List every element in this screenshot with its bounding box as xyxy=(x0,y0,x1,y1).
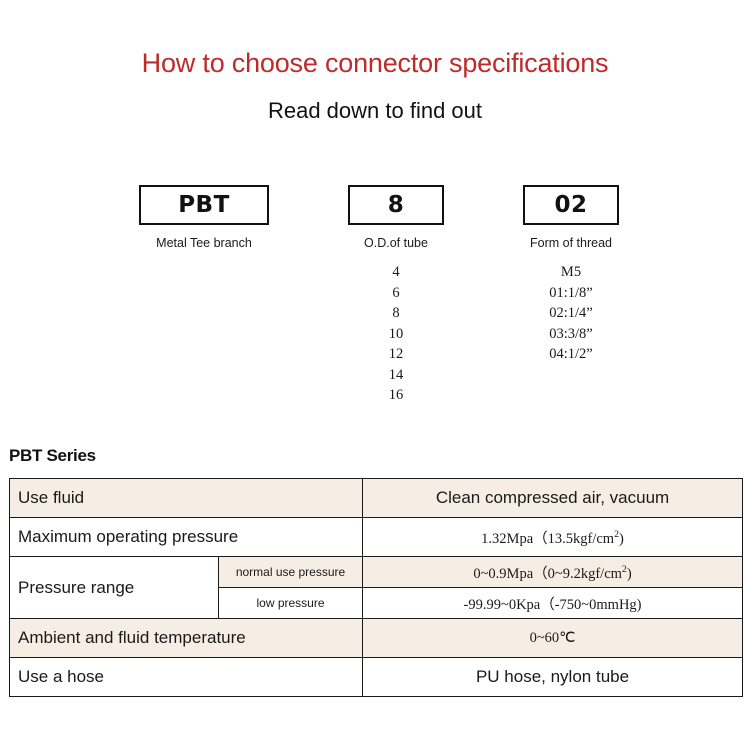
spec-sublabel-low-pressure: low pressure xyxy=(217,587,364,619)
spec-label-pressure-range: Pressure range xyxy=(9,556,219,619)
option-item: 12 xyxy=(388,346,404,362)
option-item: 03:3/8” xyxy=(549,325,593,342)
spec-value-max-pressure: 1.32Mpa（13.5kgf/cm2) xyxy=(362,517,744,557)
code-box-thread-value: 02 xyxy=(554,192,588,218)
series-heading: PBT Series xyxy=(9,446,96,465)
spec-value-max-pressure-prefix: 1.32Mpa（13.5kgf/cm xyxy=(481,530,615,547)
spec-value-low-pressure: -99.99~0Kpa（-750~0mmHg) xyxy=(362,587,744,619)
specification-table: Use fluid Clean compressed air, vacuum M… xyxy=(8,478,744,697)
spec-label-temperature: Ambient and fluid temperature xyxy=(8,618,364,658)
code-box-tube-value: 8 xyxy=(387,192,405,218)
table-row: Maximum operating pressure 1.32Mpa（13.5k… xyxy=(8,517,744,557)
spec-label-max-pressure: Maximum operating pressure xyxy=(8,517,364,557)
table-row: Ambient and fluid temperature 0~60℃ xyxy=(8,618,744,658)
spec-value-max-pressure-sup: 2 xyxy=(614,528,619,540)
spec-value-hose: PU hose, nylon tube xyxy=(362,657,744,697)
code-group-thread: 02 Form of thread xyxy=(523,185,619,250)
code-box-thread: 02 xyxy=(523,185,619,225)
spec-value-normal-use-pressure-suffix: ) xyxy=(626,565,632,582)
spec-label-hose: Use a hose xyxy=(8,657,364,697)
option-item: M5 xyxy=(560,264,582,280)
option-item: 4 xyxy=(392,264,400,280)
code-box-series-value: PBT xyxy=(178,192,230,218)
code-group-series: PBT Metal Tee branch xyxy=(139,185,269,250)
code-box-tube: 8 xyxy=(348,185,444,225)
spec-value-normal-use-pressure-sup: 2 xyxy=(621,563,627,575)
table-row: Use a hose PU hose, nylon tube xyxy=(8,657,744,697)
spec-sublabel-normal-use-pressure: normal use pressure xyxy=(217,556,364,588)
table-row: Use fluid Clean compressed air, vacuum xyxy=(8,478,744,518)
page-title: How to choose connector specifications xyxy=(141,48,609,78)
page-subtitle: Read down to find out xyxy=(267,98,483,123)
code-caption-thread: Form of thread xyxy=(530,236,612,250)
code-caption-series: Metal Tee branch xyxy=(156,236,252,250)
option-item: 02:1/4” xyxy=(549,305,593,321)
table-row: Pressure range normal use pressure 0~0.9… xyxy=(9,556,744,619)
option-item: 6 xyxy=(392,284,400,301)
option-item: 10 xyxy=(388,325,404,342)
option-item: 14 xyxy=(388,366,404,383)
option-item: 16 xyxy=(388,387,404,403)
code-group-tube: 8 O.D.of tube xyxy=(348,185,444,250)
spec-value-max-pressure-suffix: ) xyxy=(619,530,624,547)
option-item: 01:1/8” xyxy=(549,284,593,301)
spec-value-use-fluid: Clean compressed air, vacuum xyxy=(362,478,744,518)
spec-value-temperature: 0~60℃ xyxy=(362,618,744,658)
option-item: 8 xyxy=(392,305,400,321)
spec-value-normal-use-pressure: 0~0.9Mpa（0~9.2kgf/cm2) xyxy=(362,556,744,588)
spec-value-normal-use-pressure-prefix: 0~0.9Mpa（0~9.2kgf/cm xyxy=(473,565,622,582)
spec-label-use-fluid: Use fluid xyxy=(8,478,364,518)
option-list-thread-forms: M5 01:1/8” 02:1/4” 03:3/8” 04:1/2” xyxy=(506,262,636,365)
option-item: 04:1/2” xyxy=(549,346,593,362)
code-caption-tube: O.D.of tube xyxy=(364,236,428,250)
code-box-series: PBT xyxy=(139,185,269,225)
option-list-tube-sizes: 4 6 8 10 12 14 16 xyxy=(348,262,444,406)
